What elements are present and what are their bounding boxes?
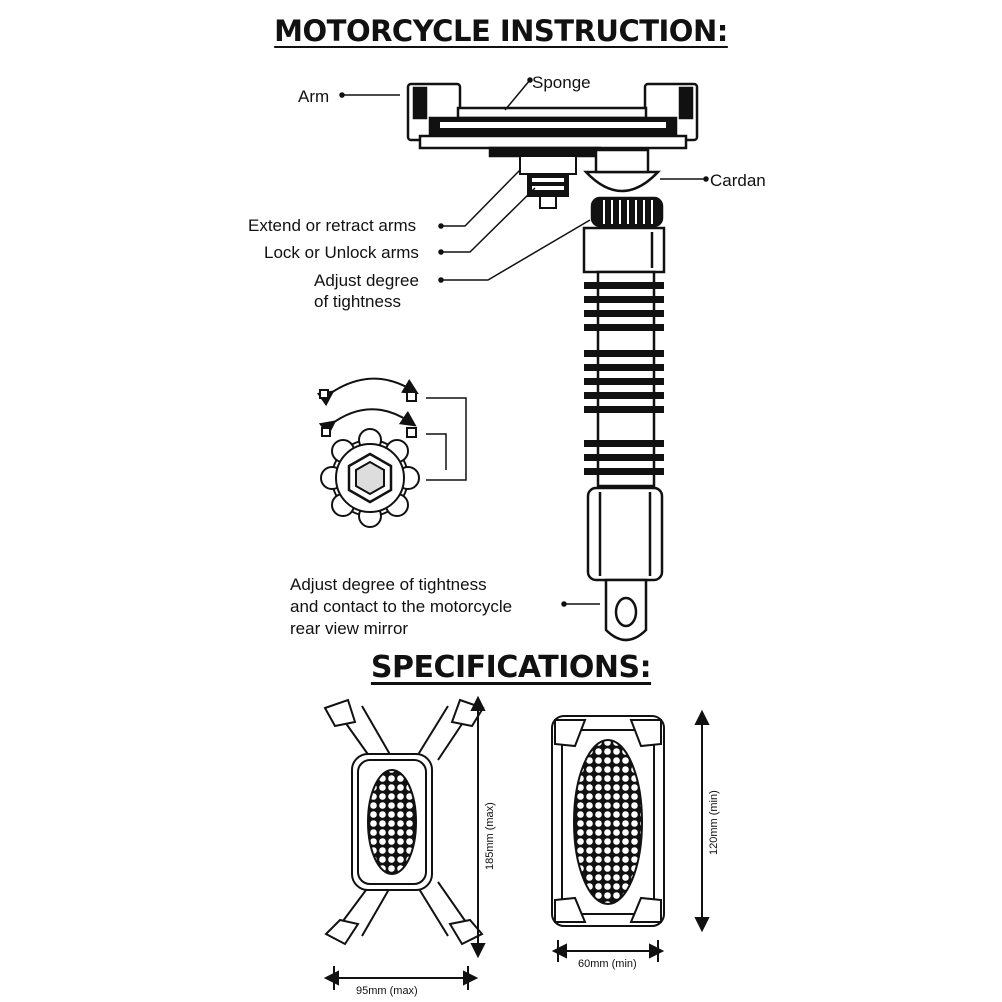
label-max-height: 185mm (max)	[484, 802, 496, 870]
label-arm: Arm	[298, 87, 330, 106]
leader-lines	[339, 77, 709, 607]
label-sponge: Sponge	[532, 73, 591, 92]
label-adjust-1: Adjust degree	[314, 271, 419, 290]
label-min-width: 60mm (min)	[578, 958, 637, 970]
specifications-title: SPECIFICATIONS:	[370, 650, 652, 685]
unlock-icon	[406, 427, 417, 438]
holder-head	[406, 82, 699, 158]
instruction-title: MOTORCYCLE INSTRUCTION:	[274, 14, 728, 48]
lock-icon	[406, 391, 417, 402]
holder-min-drawing	[551, 715, 665, 927]
label-extend-arms: Extend or retract arms	[248, 216, 417, 235]
label-max-width: 95mm (max)	[356, 985, 418, 997]
label-mirror-1: Adjust degree of tightness	[290, 575, 487, 594]
label-adjust-2: of tightness	[314, 292, 401, 311]
dimension-lines	[323, 695, 710, 990]
lock-nut	[519, 155, 577, 209]
cardan-joint	[583, 148, 664, 228]
label-mirror-2: and contact to the motorcycle	[290, 597, 513, 616]
holder-max-drawing	[323, 698, 485, 946]
label-lock-arms: Lock or Unlock arms	[264, 243, 419, 262]
knob-icon	[316, 377, 467, 528]
label-min-height: 120mm (min)	[708, 790, 720, 855]
label-cardan: Cardan	[710, 171, 766, 190]
label-mirror-3: rear view mirror	[290, 619, 409, 638]
stem	[582, 226, 666, 642]
